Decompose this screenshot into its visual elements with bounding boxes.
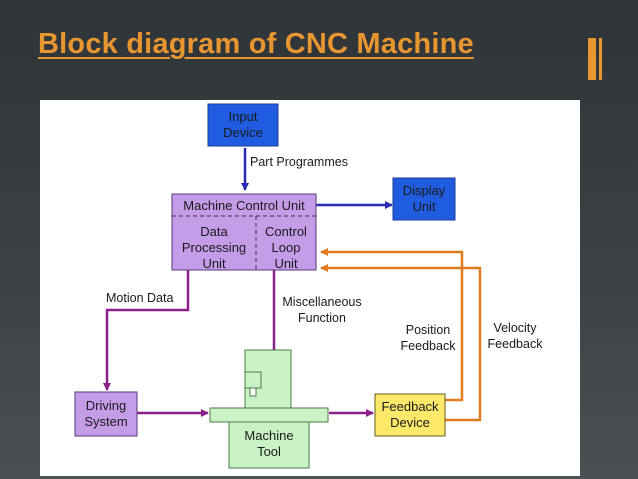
node-machine-control-unit: Machine Control Unit bbox=[171, 193, 317, 271]
edge-velocity-feedback bbox=[320, 264, 482, 422]
input-device-line-1: Input bbox=[229, 109, 258, 124]
node-display-unit: Display Unit bbox=[392, 177, 456, 221]
label-motion-data: Motion Data bbox=[106, 291, 173, 305]
machine-tool-line-1: Machine bbox=[244, 428, 293, 443]
edge-motion-data bbox=[103, 270, 190, 391]
feedback-device-line-2: Device bbox=[390, 415, 430, 430]
cnc-block-diagram: Input Device Display Unit Machine Contro… bbox=[74, 103, 544, 469]
accent-bar bbox=[588, 38, 596, 80]
accent-bar-thin bbox=[599, 38, 602, 80]
driving-system-line-1: Driving bbox=[86, 398, 126, 413]
label-misc-function-line-1: Miscellaneous bbox=[282, 295, 361, 309]
node-data-processing-unit: Data Processing Unit bbox=[182, 224, 246, 271]
mcu-title: Machine Control Unit bbox=[183, 198, 305, 213]
clu-line-1: Control bbox=[265, 224, 307, 239]
feedback-device-line-1: Feedback bbox=[381, 399, 439, 414]
node-feedback-device: Feedback Device bbox=[374, 393, 446, 437]
label-velocity-feedback-line-1: Velocity bbox=[493, 321, 537, 335]
node-control-loop-unit: Control Loop Unit bbox=[265, 224, 307, 271]
driving-system-line-2: System bbox=[84, 414, 127, 429]
display-unit-line-1: Display bbox=[403, 183, 446, 198]
input-device-line-2: Device bbox=[223, 125, 263, 140]
label-part-programmes: Part Programmes bbox=[250, 155, 348, 169]
node-machine-tool: Machine Tool bbox=[209, 349, 329, 469]
clu-line-2: Loop bbox=[272, 240, 301, 255]
dpu-line-1: Data bbox=[200, 224, 228, 239]
slide-title: Block diagram of CNC Machine bbox=[38, 28, 474, 60]
dpu-line-3: Unit bbox=[202, 256, 226, 271]
display-unit-line-2: Unit bbox=[412, 199, 436, 214]
node-driving-system: Driving System bbox=[74, 391, 138, 437]
machine-tool-line-2: Tool bbox=[257, 444, 281, 459]
dpu-line-2: Processing bbox=[182, 240, 246, 255]
label-position-feedback-line-2: Feedback bbox=[401, 339, 457, 353]
label-velocity-feedback-line-2: Feedback bbox=[488, 337, 544, 351]
node-input-device: Input Device bbox=[207, 103, 279, 147]
diagram-panel: Input Device Display Unit Machine Contro… bbox=[40, 100, 580, 476]
label-misc-function-line-2: Function bbox=[298, 311, 346, 325]
clu-line-3: Unit bbox=[274, 256, 298, 271]
edge-position-feedback bbox=[320, 248, 464, 402]
label-position-feedback-line-1: Position bbox=[406, 323, 451, 337]
